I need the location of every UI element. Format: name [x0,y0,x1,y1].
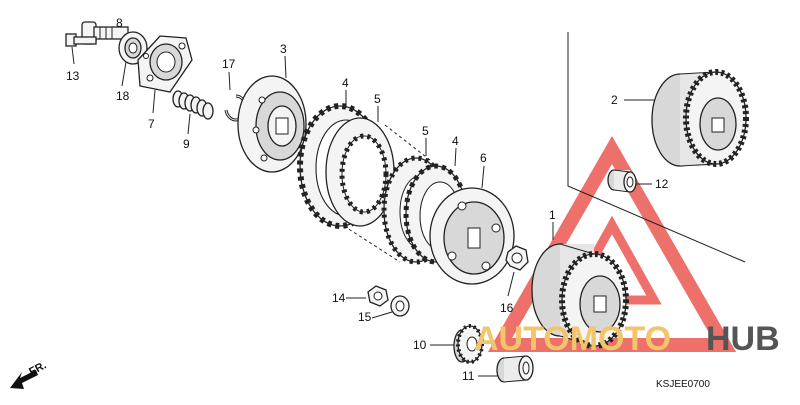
label-13: 13 [66,69,80,83]
front-direction-indicator: FR. [10,359,48,389]
label-14: 14 [332,291,346,305]
diagram-code: KSJEE0700 [656,379,710,390]
part-5-clutch-plate-a [325,117,395,227]
label-12: 12 [655,177,669,191]
part-7-lifter-plate [137,35,193,93]
part-18-bearing [118,31,148,65]
label-1: 1 [549,208,556,222]
label-8: 8 [116,16,123,30]
label-4-a: 4 [342,76,349,90]
label-10: 10 [413,338,427,352]
label-15: 15 [358,310,372,324]
label-18: 18 [116,89,130,103]
part-13-bolt [65,33,97,47]
label-7: 7 [148,117,155,131]
assembly-bracket-line [567,32,746,263]
svg-text:HUB: HUB [706,320,780,358]
label-16: 16 [500,301,514,315]
label-4-b: 4 [452,134,459,148]
part-1-clutch-assembly [531,243,629,349]
label-3: 3 [280,42,287,56]
label-11: 11 [462,369,475,383]
arrow-down-left-icon [10,370,38,389]
watermark-logo: AUTOMOTO HUB [474,320,780,358]
part-16-lock-washer [505,245,529,271]
label-2: 2 [611,93,618,107]
front-direction-label: FR. [27,359,48,378]
part-14-nut [367,285,389,307]
part-2-clutch-housing [651,69,749,167]
label-9: 9 [183,137,190,151]
label-17: 17 [222,57,236,71]
label-5-a: 5 [374,92,381,106]
part-15-washer [390,295,410,317]
svg-text:AUTOMOTO: AUTOMOTO [474,320,671,358]
part-12-collar [607,169,637,193]
part-9-spring [172,90,214,120]
part-6-pressure-plate [429,187,515,285]
part-11-bushing [496,355,534,383]
label-6: 6 [480,151,487,165]
label-5-b: 5 [422,124,429,138]
part-10-gear [453,324,484,364]
part-3-drive-plate [237,75,307,173]
